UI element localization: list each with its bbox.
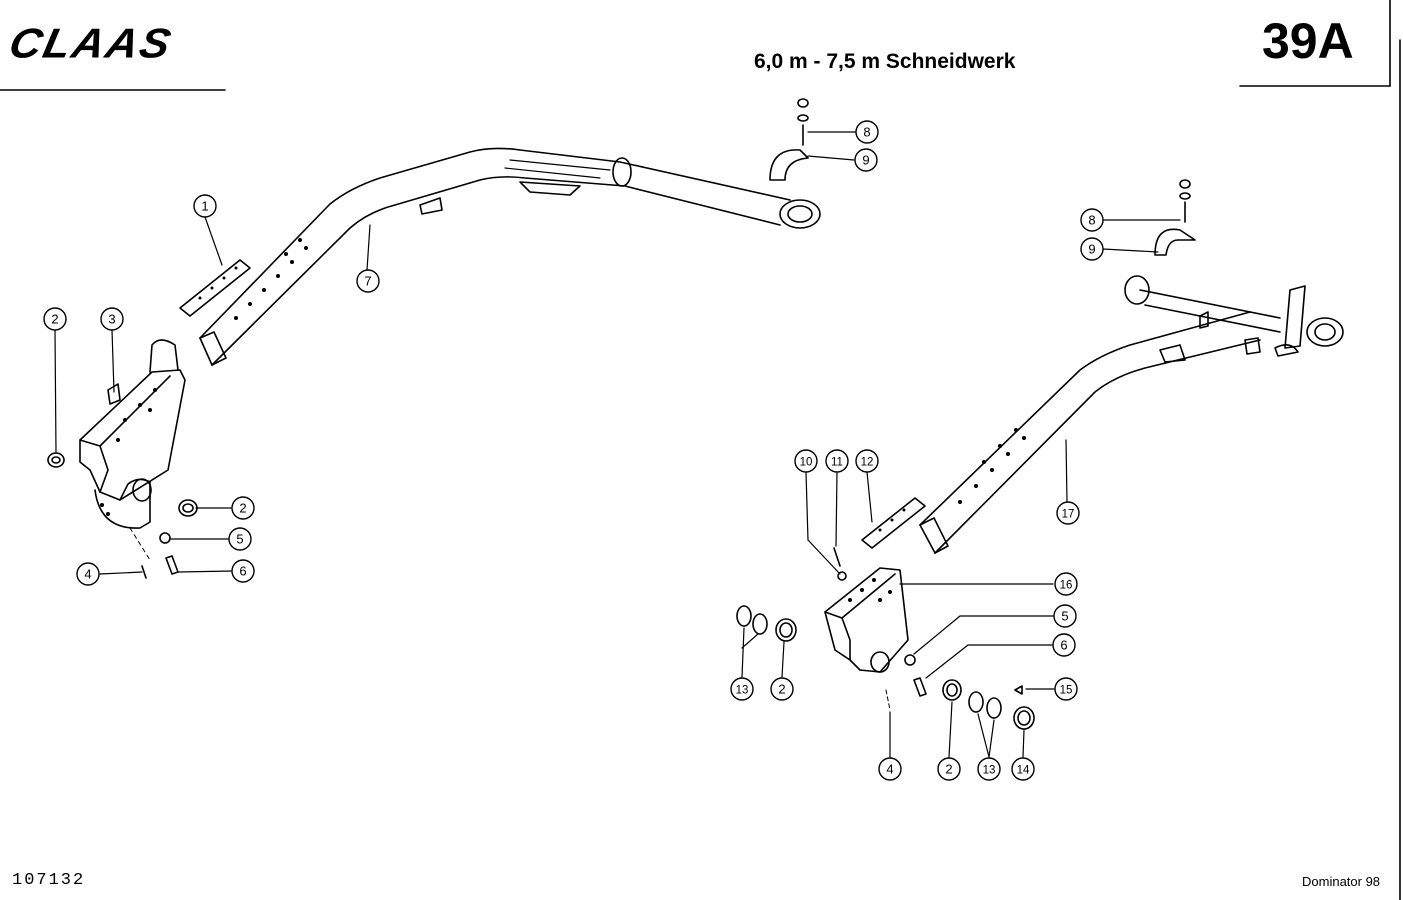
callout-circle: [1056, 501, 1080, 525]
callout-circle: [855, 120, 879, 144]
callout-7: 7: [356, 269, 380, 293]
callout-circle: [356, 269, 380, 293]
callout-2: 2: [937, 757, 961, 781]
callout-number: 16: [1060, 580, 1073, 592]
callout-3: 3: [100, 307, 124, 331]
callout-number: 5: [236, 532, 243, 547]
callout-number: 2: [51, 312, 58, 327]
callout-number: 9: [862, 153, 869, 168]
callout-circle: [43, 307, 67, 331]
callout-4: 4: [76, 562, 100, 586]
callout-number: 15: [1060, 685, 1073, 697]
leader-lines: [54, 131, 1181, 758]
callout-circle: [937, 757, 961, 781]
callout-13: 13: [977, 757, 1001, 781]
callout-number: 1: [201, 199, 208, 214]
callout-number: 12: [861, 457, 874, 469]
callout-15: 15: [1054, 677, 1078, 701]
callout-circle: [825, 449, 849, 473]
callout-circle: [1052, 633, 1076, 657]
callout-circle: [730, 677, 754, 701]
part-16-bracket-right: [824, 567, 909, 673]
callout-circle: [1080, 208, 1104, 232]
callout-circle: [76, 562, 100, 586]
callout-6: 6: [231, 559, 255, 583]
callout-5: 5: [228, 527, 252, 551]
callout-number: 8: [1088, 213, 1095, 228]
callout-number: 2: [239, 501, 246, 516]
callout-5: 5: [1053, 604, 1077, 628]
callout-13: 13: [730, 677, 754, 701]
callout-circle: [855, 449, 879, 473]
callout-number: 17: [1062, 509, 1075, 521]
callout-number: 4: [886, 762, 893, 777]
callout-circle: [854, 148, 878, 172]
callout-circle: [1080, 237, 1104, 261]
callout-number: 13: [736, 685, 749, 697]
callout-11: 11: [825, 449, 849, 473]
callout-number: 2: [945, 762, 952, 777]
callout-1: 1: [193, 194, 217, 218]
callout-8: 8: [1080, 208, 1104, 232]
callout-circle: [228, 527, 252, 551]
callout-number: 6: [239, 564, 246, 579]
callout-circle: [878, 757, 902, 781]
callout-2: 2: [770, 677, 794, 701]
callout-number: 6: [1060, 638, 1067, 653]
callout-number: 2: [778, 682, 785, 697]
callout-number: 5: [1061, 609, 1068, 624]
part-12-plate: [861, 497, 926, 549]
callout-number: 7: [364, 274, 371, 289]
model-name: Dominator 98: [1302, 874, 1381, 889]
callout-number: 11: [831, 457, 843, 469]
callout-2: 2: [231, 496, 255, 520]
callout-circle: [231, 496, 255, 520]
callout-circle: [770, 677, 794, 701]
callout-circle: [193, 194, 217, 218]
callout-14: 14: [1011, 757, 1035, 781]
callout-4: 4: [878, 757, 902, 781]
callout-9: 9: [854, 148, 878, 172]
callout-number: 3: [108, 312, 115, 327]
part-3-bracket-left: [79, 339, 186, 529]
callout-circle: [794, 449, 818, 473]
left-hardware: [47, 452, 198, 579]
callout-10: 10: [794, 449, 818, 473]
page-code: 39A: [1262, 13, 1354, 69]
callout-2: 2: [43, 307, 67, 331]
callout-8: 8: [855, 120, 879, 144]
part-17-bent-tube-right: [919, 275, 1344, 554]
callout-number: 13: [983, 765, 996, 777]
callout-number: 8: [863, 125, 870, 140]
callout-6: 6: [1052, 633, 1076, 657]
drawing-number: 107132: [12, 871, 86, 890]
callout-number: 9: [1088, 242, 1095, 257]
part-1-plate: [179, 259, 251, 317]
callout-9: 9: [1080, 237, 1104, 261]
callout-circle: [1054, 677, 1078, 701]
callout-circle: [1011, 757, 1035, 781]
part-7-bent-tube-left: [199, 147, 821, 366]
callout-circle: [100, 307, 124, 331]
callout-circle: [1054, 572, 1078, 596]
callout-circle: [1053, 604, 1077, 628]
callout-17: 17: [1056, 501, 1080, 525]
callout-12: 12: [855, 449, 879, 473]
page-title: 6,0 m - 7,5 m Schneidwerk: [754, 50, 1016, 73]
pipe-clamps: [769, 98, 1196, 256]
callout-number: 4: [84, 567, 91, 582]
right-hardware: [736, 547, 1035, 730]
callout-circle: [231, 559, 255, 583]
callout-16: 16: [1054, 572, 1078, 596]
callout-circle: [977, 757, 1001, 781]
callout-number: 10: [800, 457, 813, 469]
callout-number: 14: [1017, 765, 1030, 777]
